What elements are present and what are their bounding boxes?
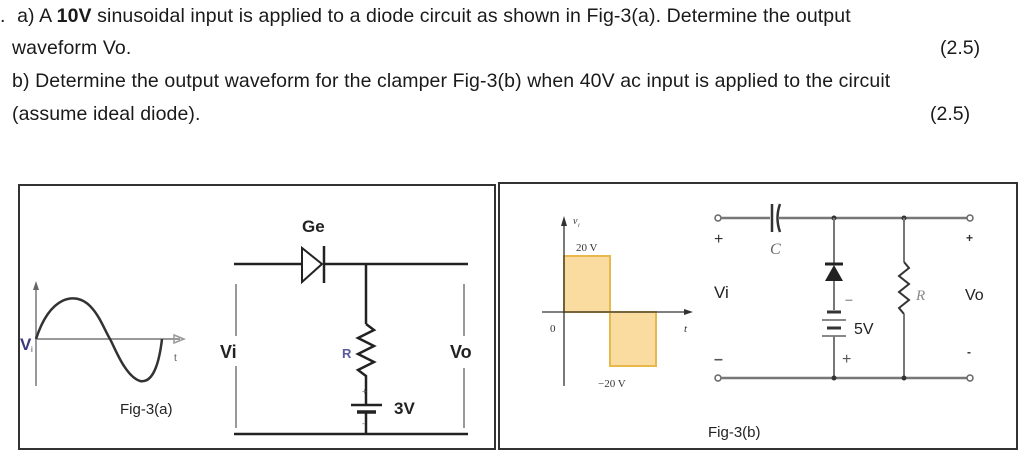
part-a-text: sinusoidal input is applied to a diode c… <box>97 5 851 27</box>
part-a-marks: (2.5) <box>940 37 981 59</box>
junction-diode-bottom <box>831 375 837 381</box>
fig-3a-caption: Fig-3(a) <box>120 401 173 418</box>
input-terminal-bottom[interactable] <box>714 374 722 382</box>
part-a-label: a) <box>17 5 35 27</box>
input-minus-sign: – <box>714 351 723 368</box>
x-axis-arrow-icon <box>173 333 187 345</box>
diode-label: Ge <box>302 217 325 236</box>
capacitor-label: C <box>770 241 781 258</box>
origin-label: 0 <box>550 323 556 335</box>
capacitor-plate-right <box>776 203 782 233</box>
vi-label: Vi <box>220 342 237 362</box>
vo-label: Vo <box>450 342 472 362</box>
resistor-label: R <box>342 346 352 361</box>
y-axis-arrow-icon <box>561 216 567 226</box>
vo-label: Vo <box>965 287 984 304</box>
part-a-text-before: A <box>39 5 52 27</box>
figure-3a-drawing: V i t Fig-3(a) Ge R + - 3V Vi <box>20 217 472 436</box>
input-terminal-top[interactable] <box>714 214 722 222</box>
vi-label: Vi <box>714 283 729 302</box>
output-plus-sign: + <box>966 231 973 245</box>
question-part-b-line2: (assume ideal diode). <box>12 103 201 125</box>
vi-axis-label: v <box>573 216 578 227</box>
clamper-circuit: C – 5V + R <box>714 203 984 382</box>
output-minus-sign: - <box>967 345 971 359</box>
negative-pulse <box>609 311 657 367</box>
resistor-label: R <box>915 288 925 304</box>
battery-label: 5V <box>854 321 874 338</box>
vi-graph-label: V <box>20 335 32 354</box>
sine-input-graph: V i t <box>20 281 187 386</box>
battery-minus-sign: – <box>845 291 853 307</box>
ge-diode-icon <box>301 245 324 285</box>
part-b-marks: (2.5) <box>930 103 971 125</box>
output-terminal-bottom[interactable] <box>966 374 974 382</box>
question-part-b-line1: b) Determine the output waveform for the… <box>12 65 890 97</box>
positive-pulse <box>563 255 611 313</box>
battery-plus-sign: + <box>842 351 851 368</box>
part-a-voltage: 10V <box>56 5 92 27</box>
figure-3a: V i t Fig-3(a) Ge R + - 3V Vi <box>18 184 496 450</box>
battery-minus-sign: - <box>362 419 365 428</box>
high-level-label: 20 V <box>576 242 598 254</box>
resistor-icon <box>355 323 377 396</box>
part-b-label: b) <box>12 70 30 92</box>
t-axis-label: t <box>684 323 688 335</box>
bullet: . <box>0 5 6 27</box>
junction-resistor-bottom <box>901 375 907 381</box>
vi-axis-subscript: i <box>578 223 580 229</box>
square-wave-graph: v i 20 V −20 V 0 t <box>542 216 693 390</box>
clamper-diode-icon <box>825 265 843 281</box>
figure-3b: v i 20 V −20 V 0 t C – <box>498 182 1018 450</box>
vi-graph-subscript: i <box>31 345 33 354</box>
battery-plus-sign: + <box>362 387 367 396</box>
clipper-circuit: Ge R + - 3V Vi Vo <box>220 217 472 436</box>
battery-label: 3V <box>394 399 415 418</box>
question-part-a-line2: waveform Vo. <box>12 37 132 59</box>
question-part-a-line1: . a) A 10V sinusoidal input is applied t… <box>0 0 851 32</box>
x-axis-arrow-icon <box>684 309 693 315</box>
part-b-text: Determine the output waveform for the cl… <box>35 70 891 92</box>
low-level-label: −20 V <box>598 378 626 390</box>
fig-3b-caption: Fig-3(b) <box>708 424 761 441</box>
input-plus-sign: + <box>714 231 723 248</box>
resistor-icon <box>897 261 911 315</box>
t-graph-label: t <box>174 353 177 364</box>
sine-wave <box>34 297 164 383</box>
figure-3b-drawing: v i 20 V −20 V 0 t C – <box>542 203 984 441</box>
y-axis-arrow-icon <box>33 281 39 290</box>
output-terminal-top[interactable] <box>966 214 974 222</box>
